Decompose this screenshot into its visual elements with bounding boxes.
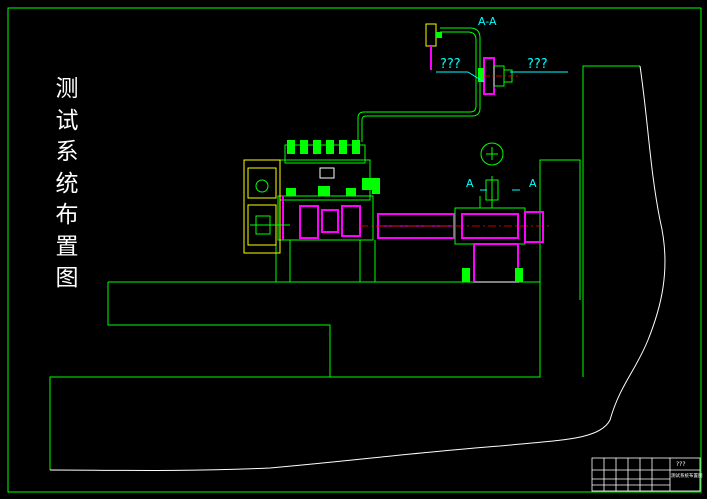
governor-housing [243, 159, 281, 254]
title-char: 统 [55, 170, 79, 197]
title-char: 图 [55, 265, 79, 291]
pump-supports [275, 240, 376, 282]
section-detail [478, 57, 520, 95]
injection-pump [277, 140, 380, 241]
drawing-title: 测 试 系 统 布 置 图 [50, 74, 84, 295]
high-pressure-line [357, 27, 481, 142]
section-mark-right: A [529, 177, 537, 190]
title-block-name: 测试系统布置图 [671, 472, 703, 479]
title-char: 布 [55, 202, 79, 228]
injector [425, 23, 442, 70]
test-bench-base [49, 281, 541, 470]
section-label: A-A [478, 15, 497, 28]
title-block [591, 457, 701, 492]
callout-right: ??? [527, 57, 548, 72]
flow-sensor-assembly [454, 142, 544, 283]
break-line [49, 65, 666, 471]
drawing-border [7, 7, 702, 493]
governor-linkage [250, 179, 290, 235]
callout-left: ??? [440, 57, 461, 72]
title-block-top-label: ??? [676, 461, 686, 468]
section-mark-left: A [466, 177, 474, 190]
title-char: 测 [55, 76, 79, 102]
title-char: 置 [55, 233, 79, 260]
right-wall [539, 65, 640, 377]
title-char: 系 [55, 139, 79, 165]
drive-shaft [360, 213, 550, 239]
callout-leaders [436, 71, 568, 83]
title-char: 试 [55, 107, 79, 134]
